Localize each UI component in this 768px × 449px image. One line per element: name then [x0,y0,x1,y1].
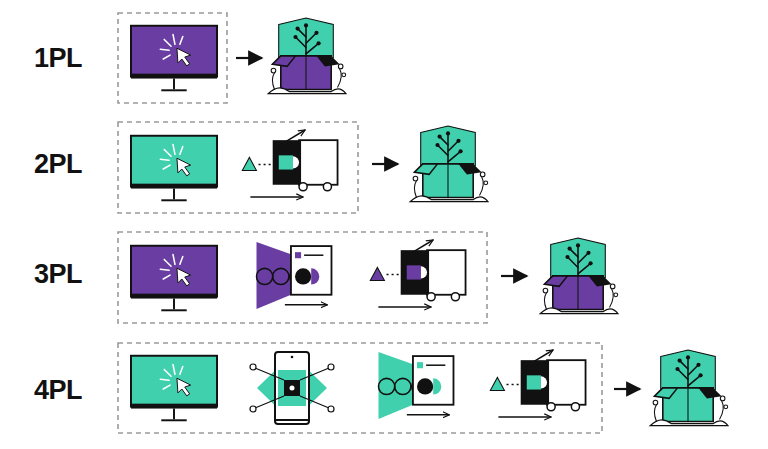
row-label: 1PL [34,45,82,72]
row-label: 4PL [34,377,82,404]
row-label: 3PL [34,261,82,288]
row-label: 2PL [34,151,82,178]
